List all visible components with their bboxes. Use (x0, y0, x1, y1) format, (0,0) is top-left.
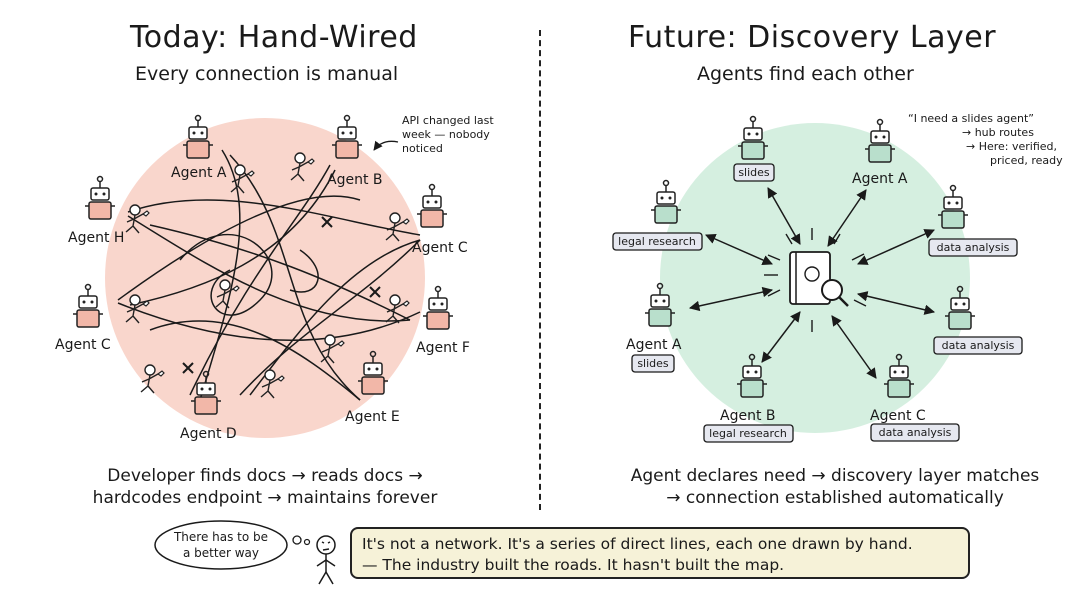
agent-label: Agent F (416, 340, 470, 356)
agent-label: Agent B (327, 172, 383, 188)
capability-tag: slides (631, 354, 675, 373)
left-background-circle (105, 118, 425, 438)
quote-line: It's not a network. It's a series of dir… (362, 535, 913, 553)
capability-tag: data analysis (933, 336, 1023, 355)
cross-marks (182, 216, 381, 374)
note-line: noticed (402, 142, 443, 155)
right-title: Future: Discovery Layer (628, 20, 997, 55)
agent-label: Agent E (345, 409, 400, 425)
caption-line: Agent declares need → discovery layer ma… (630, 466, 1040, 486)
right-caption: Agent declares need → discovery layer ma… (610, 465, 1060, 509)
agent-label: Agent A (171, 165, 227, 181)
agent-label: Agent A (852, 171, 908, 187)
bubble-line: a better way (183, 546, 259, 560)
bubble-line: There has to be (173, 530, 268, 544)
agent-label: Agent C (870, 408, 926, 424)
robot-icon (72, 283, 104, 328)
svg-text:legal research: legal research (618, 235, 696, 248)
capability-tag: data analysis (928, 238, 1018, 257)
left-subtitle: Every connection is manual (135, 63, 399, 85)
quote-line: — The industry built the roads. It hasn'… (362, 556, 785, 574)
note-line: priced, ready (990, 154, 1063, 167)
left-title: Today: Hand-Wired (130, 20, 418, 55)
capability-tag: legal research (703, 424, 794, 443)
robot-icon (650, 179, 682, 224)
agent-label: Agent B (720, 408, 776, 424)
note-arrow (373, 140, 399, 151)
right-diagram: Agent A Agent A Agent B Agent C slides l… (612, 112, 1063, 443)
agent-label: Agent D (180, 426, 237, 442)
capability-tag: data analysis (870, 423, 960, 442)
caption-line: → connection established automatically (666, 488, 1004, 508)
robot-icon (416, 183, 448, 228)
note-line: API changed last (402, 114, 494, 127)
robot-icon (84, 175, 116, 220)
note-line: “I need a slides agent” (908, 112, 1034, 125)
connection-arrows (688, 187, 936, 379)
caption-line: hardcodes endpoint → maintains forever (92, 488, 438, 508)
note-line: → hub routes (962, 126, 1034, 139)
left-diagram: Agent A Agent B Agent C Agent H Agent C … (55, 114, 494, 442)
agent-label: Agent H (68, 230, 124, 246)
center-divider (539, 30, 541, 510)
svg-text:data analysis: data analysis (879, 426, 952, 439)
svg-text:legal research: legal research (709, 427, 787, 440)
right-subtitle: Agents find each other (697, 63, 914, 85)
agent-label: Agent C (412, 240, 468, 256)
caption-line: Developer finds docs → reads docs → (107, 466, 423, 486)
agent-label: Agent A (626, 337, 682, 353)
quote-box: It's not a network. It's a series of dir… (350, 527, 970, 579)
capability-tag: slides (733, 163, 775, 182)
svg-text:data analysis: data analysis (937, 241, 1010, 254)
svg-text:slides: slides (738, 166, 770, 179)
agent-label: Agent C (55, 337, 111, 353)
left-caption: Developer finds docs → reads docs → hard… (70, 465, 460, 509)
svg-text:slides: slides (637, 357, 669, 370)
thinking-person-icon (316, 535, 336, 585)
capability-tag: legal research (612, 232, 703, 251)
thought-bubble: There has to be a better way (154, 520, 311, 570)
tangled-wires (117, 149, 421, 401)
note-line: week — nobody (402, 128, 490, 141)
svg-text:data analysis: data analysis (942, 339, 1015, 352)
robot-icon (422, 285, 454, 330)
note-line: → Here: verified, (966, 140, 1057, 153)
